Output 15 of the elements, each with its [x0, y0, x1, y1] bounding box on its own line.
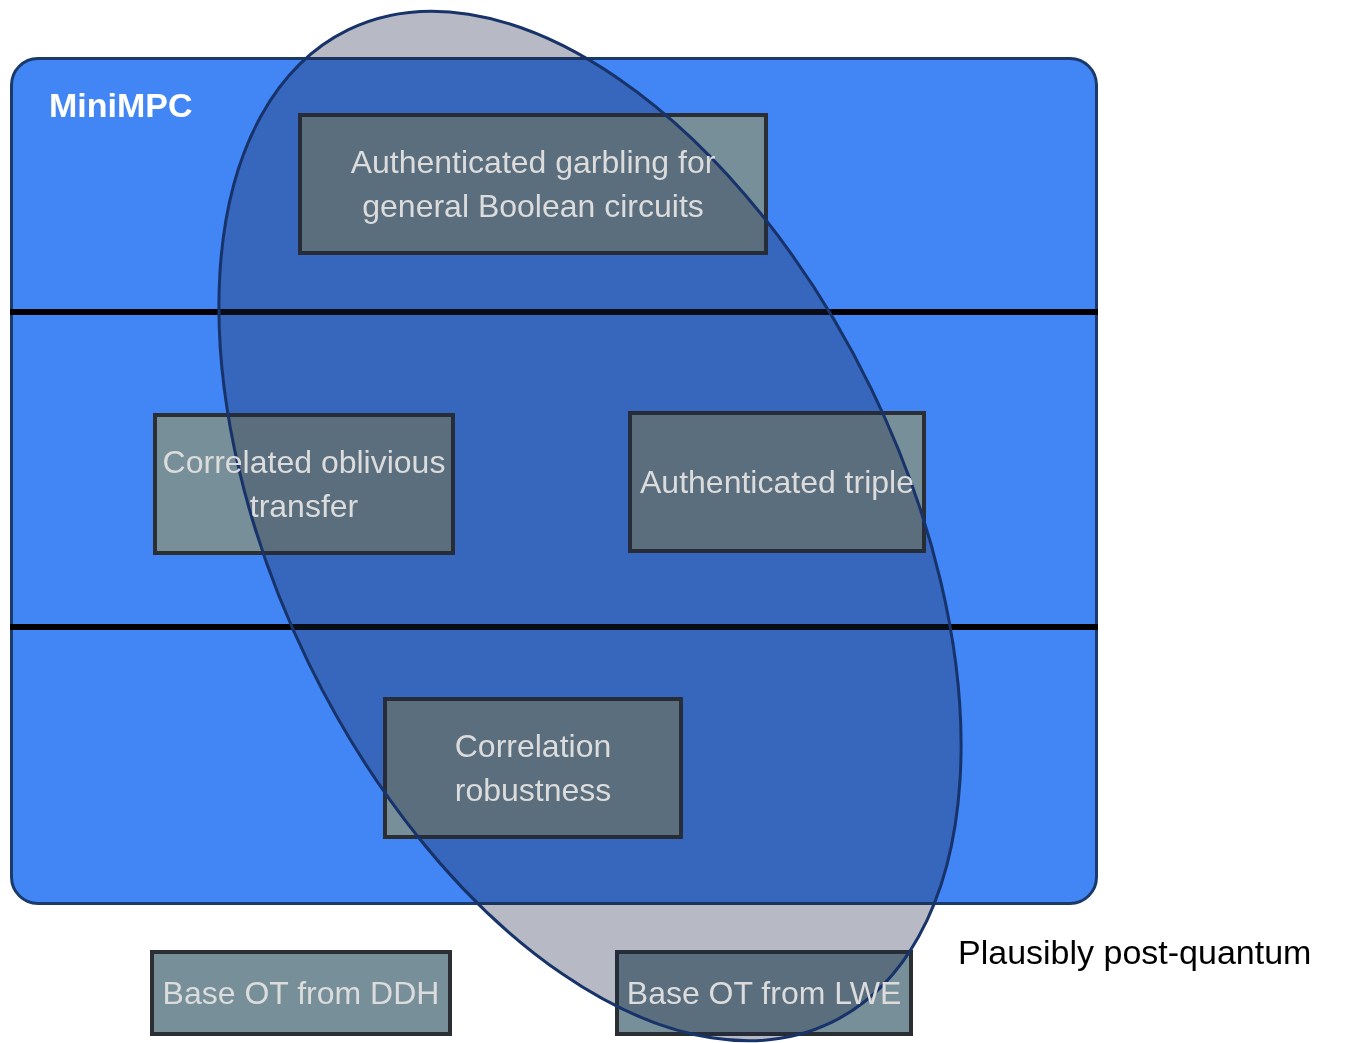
- container-panel: [10, 57, 1098, 905]
- process-box: [150, 950, 452, 1036]
- box-label: Authenticated garbling for general Boolean circuits: [349, 143, 717, 226]
- box-label: Authenticated triple: [640, 463, 914, 502]
- process-box: [383, 697, 683, 839]
- box-label: Correlation robustness: [453, 727, 613, 810]
- process-box: [615, 950, 913, 1036]
- panel-title: MiniMPC: [49, 86, 193, 125]
- box-label: Base OT from DDH: [162, 974, 440, 1013]
- process-box: [153, 413, 455, 555]
- box-label: Correlated oblivious transfer: [161, 443, 447, 526]
- process-box: [298, 113, 768, 255]
- ellipse-label: Plausibly post-quantum: [958, 933, 1312, 972]
- box-label: Base OT from LWE: [626, 974, 902, 1013]
- process-box: [628, 411, 926, 553]
